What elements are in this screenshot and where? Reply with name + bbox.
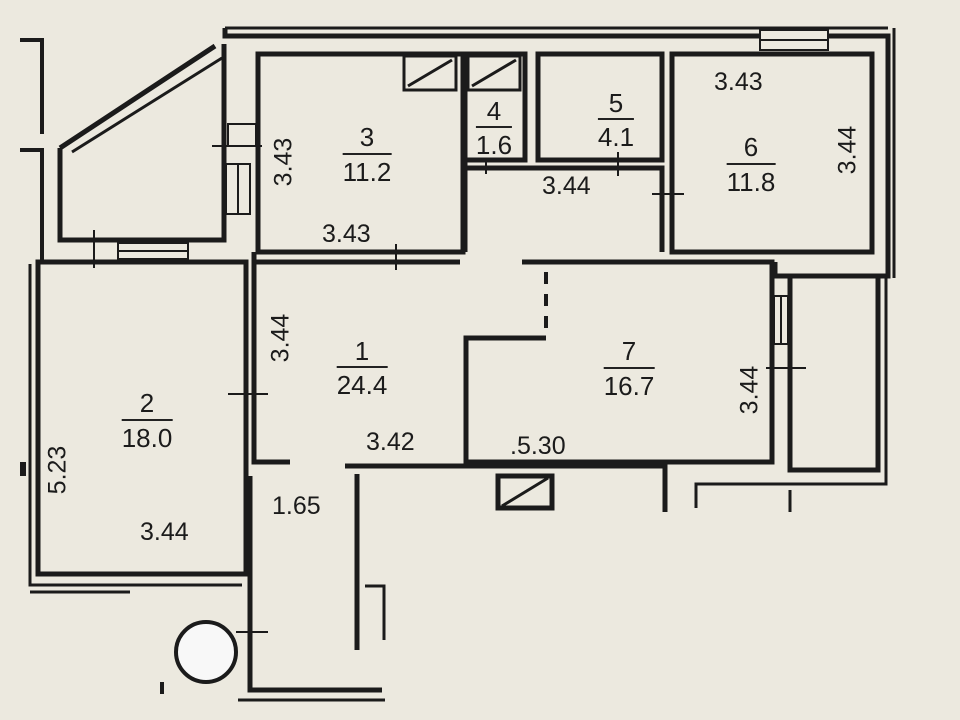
room-3-area: 11.2 (342, 153, 392, 185)
room-5-area: 4.1 (597, 118, 635, 150)
dim-room-7-width: .5.30 (510, 432, 566, 460)
door-marks (93, 145, 806, 633)
balcony-right-outer (694, 278, 888, 508)
room-3-number: 3 (359, 122, 375, 152)
room-1-number: 1 (354, 336, 370, 366)
balcony-left-stub (20, 38, 44, 134)
balcony-left-diagonal-inner (71, 56, 223, 154)
room-6-area: 11.8 (726, 163, 776, 195)
hall-left-wall (247, 476, 382, 693)
dim-room-2-height: 5.23 (43, 445, 72, 495)
room-1-bottom-wall (345, 463, 668, 512)
room-6-walls (669, 51, 875, 255)
room-7-number: 7 (621, 336, 637, 366)
room-1-top-wall (251, 252, 460, 265)
vent-shaft-room-4-hatch (471, 58, 517, 88)
room-7-walls (463, 259, 775, 465)
window-room-3 (227, 123, 257, 147)
room-2-outer-line (28, 264, 242, 587)
room-2-walls (35, 259, 249, 577)
balcony-right-walls (787, 278, 881, 473)
corridor-top-wall (465, 165, 665, 252)
balcony-left-wall (57, 44, 227, 243)
hall-door-jamb (365, 584, 386, 640)
room-4-number: 4 (486, 96, 502, 126)
room-2-area: 18.0 (121, 419, 173, 451)
vent-box (495, 473, 555, 511)
dim-room-1-width: 3.42 (366, 428, 415, 456)
vent-shaft-room-3 (402, 54, 458, 92)
dim-room-3-width: 3.43 (322, 220, 371, 248)
balcony-left-diagonal (58, 43, 217, 151)
room-5-number: 5 (608, 88, 624, 118)
vent-box-hatch (501, 476, 549, 508)
dim-room-3-height: 3.43 (269, 137, 298, 187)
room-5-walls (535, 51, 665, 163)
balcony-left-stub-2 (20, 148, 44, 264)
wall-tick-left (20, 462, 26, 476)
walls (20, 26, 896, 702)
riser-pipe (174, 620, 238, 684)
vent-shafts (402, 54, 549, 508)
room-7-area: 16.7 (603, 367, 655, 399)
room-4-area: 1.6 (475, 126, 513, 158)
dim-room-6-height: 3.44 (833, 125, 862, 175)
vent-shaft-room-4 (466, 54, 522, 92)
outer-wall-top-right (222, 28, 891, 279)
dim-room-2-width: 3.44 (140, 518, 189, 546)
room-1-left-wall (251, 262, 290, 465)
room-1-area: 24.4 (336, 366, 388, 398)
dim-room-7-height: 3.44 (735, 365, 764, 415)
dim-room-6-width: 3.43 (714, 68, 763, 96)
vent-shaft-room-3-hatch (407, 58, 453, 88)
dim-hall-width: 1.65 (272, 492, 321, 520)
dim-room-1-height: 3.44 (266, 313, 295, 363)
room-6-number: 6 (743, 132, 759, 162)
windows (117, 29, 829, 345)
room-4-walls (462, 51, 528, 163)
dim-corridor-width: 3.44 (542, 172, 591, 200)
room-2-number: 2 (139, 388, 155, 418)
wall-tick-bottom (160, 682, 164, 694)
